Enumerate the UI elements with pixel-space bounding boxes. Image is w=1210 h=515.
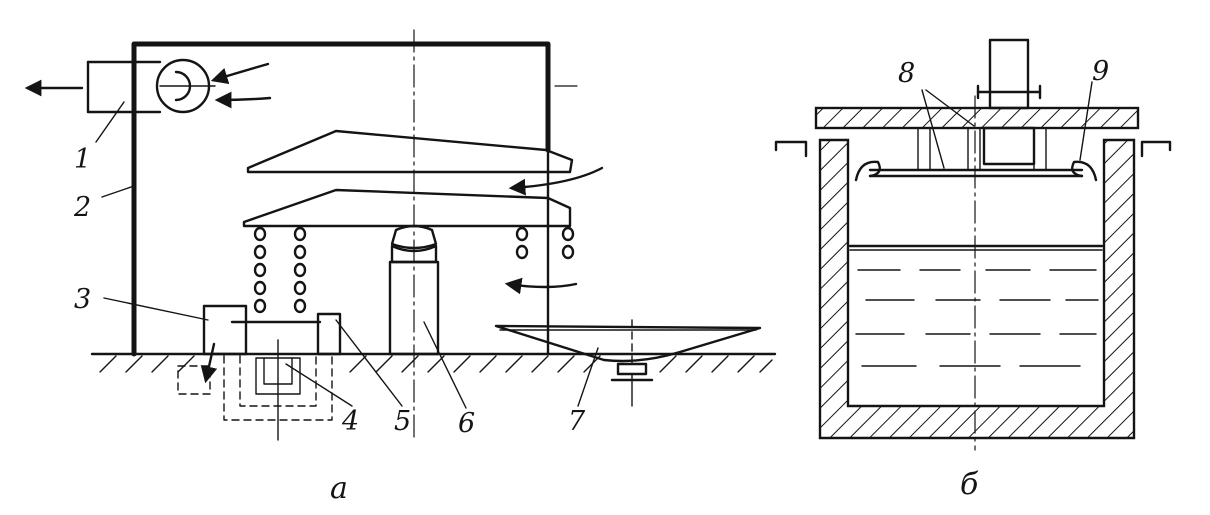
shaft	[976, 38, 1042, 166]
liquid	[848, 244, 1104, 367]
label-8: 8	[898, 58, 915, 89]
enclosure-wall	[131, 41, 551, 357]
clamp-assembly	[177, 304, 342, 441]
floor	[90, 352, 777, 373]
tank-wall	[818, 138, 1136, 440]
label-5: 5	[394, 406, 411, 437]
chains	[253, 226, 575, 314]
lid	[814, 106, 1140, 130]
caption-b: б	[960, 467, 979, 502]
press-column	[388, 224, 440, 356]
floating-cover	[854, 127, 1098, 182]
label-1: 1	[74, 144, 91, 175]
label-2: 2	[73, 192, 91, 223]
label-3: 3	[74, 284, 91, 315]
label-9: 9	[1092, 56, 1109, 87]
panel-b: 8 9 б	[774, 38, 1172, 502]
caption-a: а	[330, 471, 348, 506]
panel-a: 1 2 3 4 5 6 7 а	[24, 29, 777, 506]
exhaust-duct	[24, 58, 272, 114]
upper-roof-plate	[246, 129, 574, 174]
label-7: 7	[568, 406, 586, 437]
label-4: 4	[341, 406, 359, 437]
lower-roof-plate	[242, 188, 572, 228]
label-6: 6	[458, 408, 475, 439]
collection-bowl	[494, 319, 762, 407]
